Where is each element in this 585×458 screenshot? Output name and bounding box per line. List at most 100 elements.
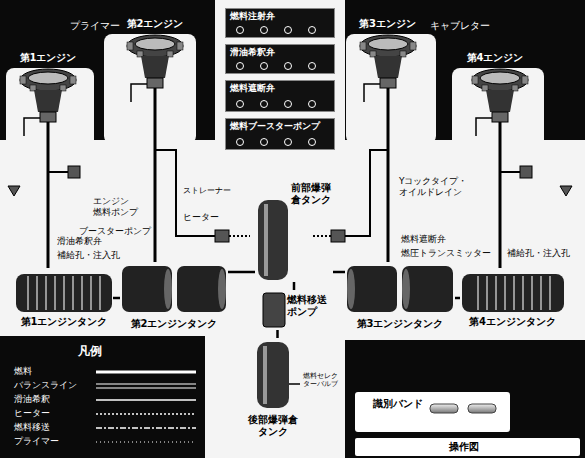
drawing-path <box>312 235 331 237</box>
engine-node: 第2エンジン <box>120 18 190 118</box>
fuel-line <box>154 118 157 262</box>
engine-label: 第1エンジン <box>20 52 77 64</box>
legend-text: ヒーター <box>14 408 50 419</box>
legend-text: 滑油希釈 <box>14 394 50 405</box>
callout-label: エンジン 燃料ポンプ <box>92 196 140 218</box>
fuel-line <box>387 118 390 262</box>
engine-node: 第1エンジン <box>8 52 88 152</box>
control-panel: 燃料遮断弁 <box>225 80 335 112</box>
drawing-rect <box>355 392 510 432</box>
panel-label: 燃料遮断弁 <box>230 83 275 94</box>
legend-line <box>96 384 196 385</box>
legend-line <box>96 399 196 401</box>
drawing-use <box>127 35 183 118</box>
legend-text: 燃料移送 <box>14 422 50 433</box>
legend-line <box>96 427 196 429</box>
drawing-rect <box>122 266 172 312</box>
drawing-ellipse <box>347 269 355 309</box>
switch-symbol <box>284 138 292 146</box>
drawing-rect <box>331 230 345 242</box>
tank-label: 第2エンジンタンク <box>131 317 218 330</box>
switch-symbol <box>236 100 244 108</box>
callout-label: 補給孔・注入孔 <box>506 248 571 259</box>
drawing-ellipse <box>218 269 226 309</box>
legend-sample <box>96 437 196 447</box>
drawing-rect <box>104 34 196 144</box>
drawing-rect <box>263 293 285 327</box>
callout-label: 燃料遮断弁 <box>400 234 447 245</box>
callout-label: ストレーナー <box>182 186 232 196</box>
engine-label: 第2エンジン <box>127 18 184 30</box>
legend-sample <box>96 395 196 405</box>
switch-symbol <box>308 62 316 70</box>
drawing-rect <box>68 166 80 178</box>
switch-symbol <box>308 138 316 146</box>
drawing-rect <box>347 266 397 312</box>
engine-label: 第3エンジン <box>359 18 416 30</box>
fuel-line <box>276 330 279 338</box>
legend-sample <box>96 381 196 391</box>
tank-node: 第1エンジンタンク <box>15 268 113 328</box>
switch-symbol <box>308 100 316 108</box>
drawing-rect <box>462 274 564 312</box>
drawing-path <box>289 383 300 385</box>
callout-label: ヒーター <box>182 212 220 223</box>
drawing-ellipse <box>164 269 172 309</box>
drawing-rect <box>258 200 288 280</box>
drawing-rect <box>215 230 229 242</box>
drawing-ellipse <box>402 269 410 309</box>
drawing-path <box>48 171 68 173</box>
drawing-rect <box>16 274 112 312</box>
drawing-use <box>20 69 76 152</box>
switch-symbol <box>236 26 244 34</box>
switch-symbol <box>260 100 268 108</box>
drawing-rect <box>470 276 558 310</box>
tank-label: 第4エンジンタンク <box>469 315 556 328</box>
drawing-rect <box>402 266 453 312</box>
fuel-line <box>47 152 50 268</box>
switch-symbol <box>260 26 268 34</box>
callout-label: 識別バンド <box>372 398 424 410</box>
drawing-rect <box>468 404 496 413</box>
tank-label: 燃料移送ポンプ <box>287 294 335 318</box>
legend-sample <box>96 367 196 377</box>
callout-label: 燃圧トランスミッター <box>400 248 492 259</box>
panel-label: 滑油希釈弁 <box>230 47 275 58</box>
switch-symbol <box>236 62 244 70</box>
tank-node: 後部爆弾倉 タンク <box>245 338 300 438</box>
tank-label: 第1エンジンタンク <box>21 315 108 328</box>
switch-symbol <box>284 62 292 70</box>
tank-label: 第3エンジンタンク <box>357 317 444 330</box>
callout-label: 燃料セレクターバルブ <box>302 372 344 389</box>
tank-node: 第2エンジンタンク <box>120 262 228 330</box>
callout-label: プライマー <box>70 20 120 32</box>
drawing-rect <box>520 166 532 178</box>
tank-label: 後部爆弾倉 タンク <box>245 414 300 438</box>
drawing-rect <box>0 336 205 458</box>
drawing-rect <box>346 34 436 144</box>
drawing-rect <box>264 204 268 276</box>
legend-text: バランスライン <box>14 380 77 391</box>
switch-symbol <box>308 26 316 34</box>
switch-symbol <box>260 138 268 146</box>
drawing-rect <box>257 342 289 408</box>
fuel-line <box>113 297 120 300</box>
legend-sample <box>96 423 196 433</box>
engine-drawings <box>20 35 528 152</box>
legend-text: 燃料 <box>14 366 32 377</box>
drawing-path <box>500 171 520 173</box>
panel-label: 燃料注射弁 <box>230 11 275 22</box>
callout-label: 操作図 <box>448 441 480 453</box>
callout-label: Yコックタイプ・オイルドレイン <box>398 176 472 198</box>
tank-node: 燃料移送ポンプ <box>255 290 335 330</box>
control-panel: 燃料ブースターポンプ <box>225 118 335 150</box>
callout-label: 凡例 <box>78 344 102 358</box>
fuel-line <box>499 152 502 268</box>
panel-label: 燃料ブースターポンプ <box>230 121 320 132</box>
drawing-path <box>345 150 388 236</box>
control-panel: 燃料注射弁 <box>225 8 335 38</box>
legend-line <box>96 413 196 415</box>
drawing-rect <box>22 276 106 310</box>
legend-text: プライマー <box>14 436 59 447</box>
